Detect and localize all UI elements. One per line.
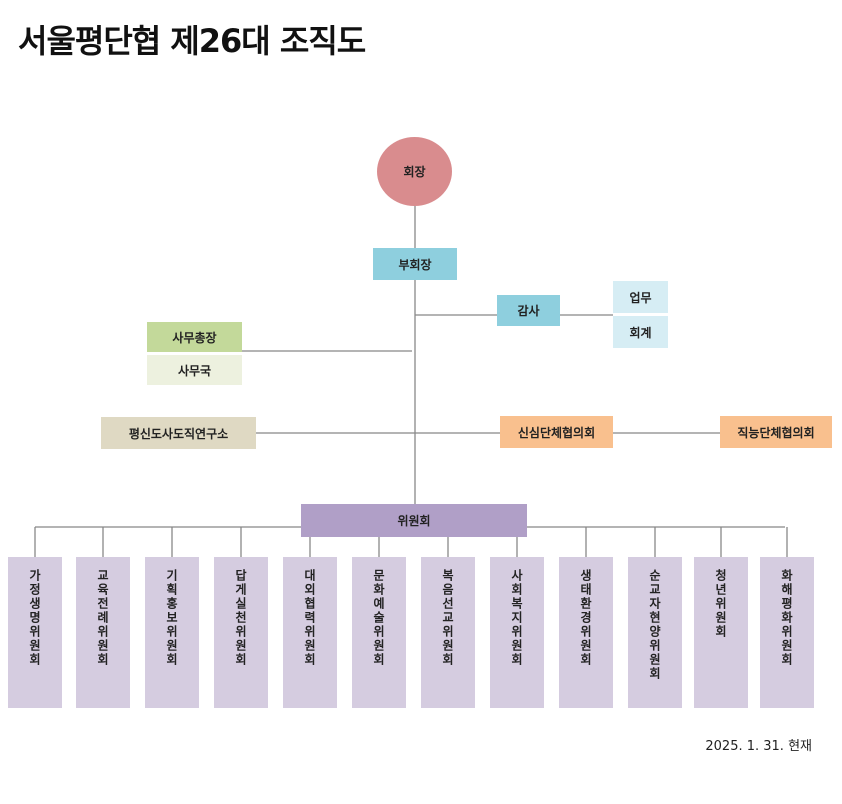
audit-business-label: 업무: [629, 290, 652, 305]
committee-label: 순교자현양위원회: [647, 569, 662, 681]
president-label: 회장: [403, 165, 426, 179]
footer-date: 2025. 1. 31. 현재: [705, 739, 812, 754]
secretary-general-node: 사무총장: [147, 322, 242, 352]
committee-label: 사회복지위원회: [509, 569, 524, 667]
president-node: 회장: [377, 137, 452, 206]
committee-label: 문화예술위원회: [371, 569, 386, 667]
committee-ecology: 생태환경위원회: [559, 557, 613, 708]
committee-label: 답게실천위원회: [233, 569, 248, 667]
vice-president-label: 부회장: [398, 257, 432, 272]
audit-business-node: 업무: [613, 281, 668, 313]
committee-label: 화해평화위원회: [779, 569, 794, 667]
institute-node: 평신도사도직연구소: [101, 417, 256, 449]
vice-president-node: 부회장: [373, 248, 457, 280]
committee-family-life: 가정생명위원회: [8, 557, 62, 708]
audit-accounting-node: 회계: [613, 316, 668, 348]
vocational-council-label: 직능단체협의회: [737, 425, 815, 440]
committee-label: 대외협력위원회: [302, 569, 317, 667]
committee-evangelization: 복음선교위원회: [421, 557, 475, 708]
committee-label: 기획홍보위원회: [164, 569, 179, 667]
committee-external-relations: 대외협력위원회: [283, 557, 337, 708]
audit-node: 감사: [497, 295, 560, 326]
committee-practice: 답게실천위원회: [214, 557, 268, 708]
committee-culture-arts: 문화예술위원회: [352, 557, 406, 708]
committee-education-liturgy: 교육전례위원회: [76, 557, 130, 708]
committee-youth: 청년위원회: [694, 557, 748, 708]
committee-label: 복음선교위원회: [440, 569, 455, 667]
new-groups-council-node: 신심단체협의회: [500, 416, 613, 448]
secretary-general-label: 사무총장: [172, 330, 217, 345]
committee-martyrs: 순교자현양위원회: [628, 557, 682, 708]
audit-accounting-label: 회계: [629, 325, 652, 340]
audit-label: 감사: [517, 304, 540, 318]
new-groups-council-label: 신심단체협의회: [517, 425, 596, 440]
secretariat-label: 사무국: [177, 363, 212, 378]
committee-label: 가정생명위원회: [27, 569, 42, 667]
institute-label: 평신도사도직연구소: [128, 426, 229, 441]
secretariat-node: 사무국: [147, 355, 242, 385]
committee-label: 청년위원회: [713, 569, 728, 639]
committee-label: 교육전례위원회: [95, 569, 110, 667]
committee-reconciliation-peace: 화해평화위원회: [760, 557, 814, 708]
vocational-council-node: 직능단체협의회: [720, 416, 832, 448]
page-title: 서울평단협 제26대 조직도: [18, 22, 366, 60]
committee-label: 생태환경위원회: [578, 569, 593, 667]
committee-node: 위원회: [301, 504, 527, 537]
committee-social-welfare: 사회복지위원회: [490, 557, 544, 708]
committee-label: 위원회: [397, 514, 431, 528]
committee-planning-pr: 기획홍보위원회: [145, 557, 199, 708]
